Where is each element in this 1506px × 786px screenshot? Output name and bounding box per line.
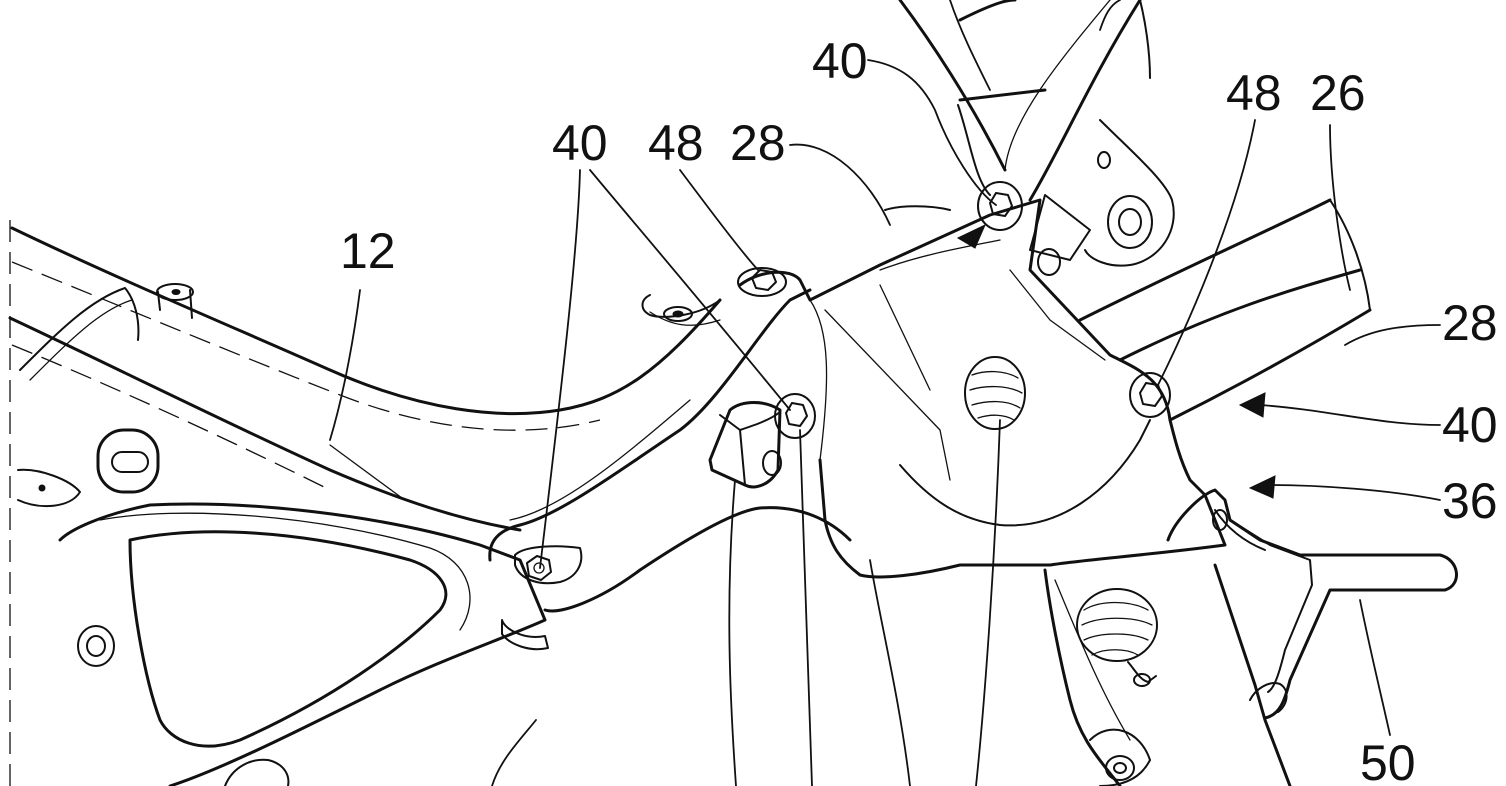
- frame-tube: [10, 220, 720, 786]
- ref-numeral-28-right: 28: [1442, 295, 1498, 351]
- ref-numeral-48-left: 48: [648, 115, 704, 171]
- upper-tube: [900, 0, 1174, 275]
- ref-numeral-28-left: 28: [730, 115, 786, 171]
- cross-member: [490, 290, 850, 649]
- ref-numeral-36: 36: [1442, 473, 1498, 529]
- clip-bracket: [710, 403, 781, 487]
- ref-numeral-50: 50: [1360, 735, 1416, 786]
- ref-numeral-12: 12: [340, 223, 396, 279]
- center-bracket: [738, 182, 1225, 577]
- ref-numeral-48-right: 48: [1226, 65, 1282, 121]
- ref-numeral-40-left: 40: [552, 115, 608, 171]
- reference-numerals: 12 40 48 28 40 48 26 28 40 36 50: [340, 33, 1498, 786]
- ref-numeral-40-right: 40: [1442, 397, 1498, 453]
- ref-numeral-40-top: 40: [812, 33, 868, 89]
- gusset-plate: [60, 504, 545, 786]
- ref-numeral-26: 26: [1310, 65, 1366, 121]
